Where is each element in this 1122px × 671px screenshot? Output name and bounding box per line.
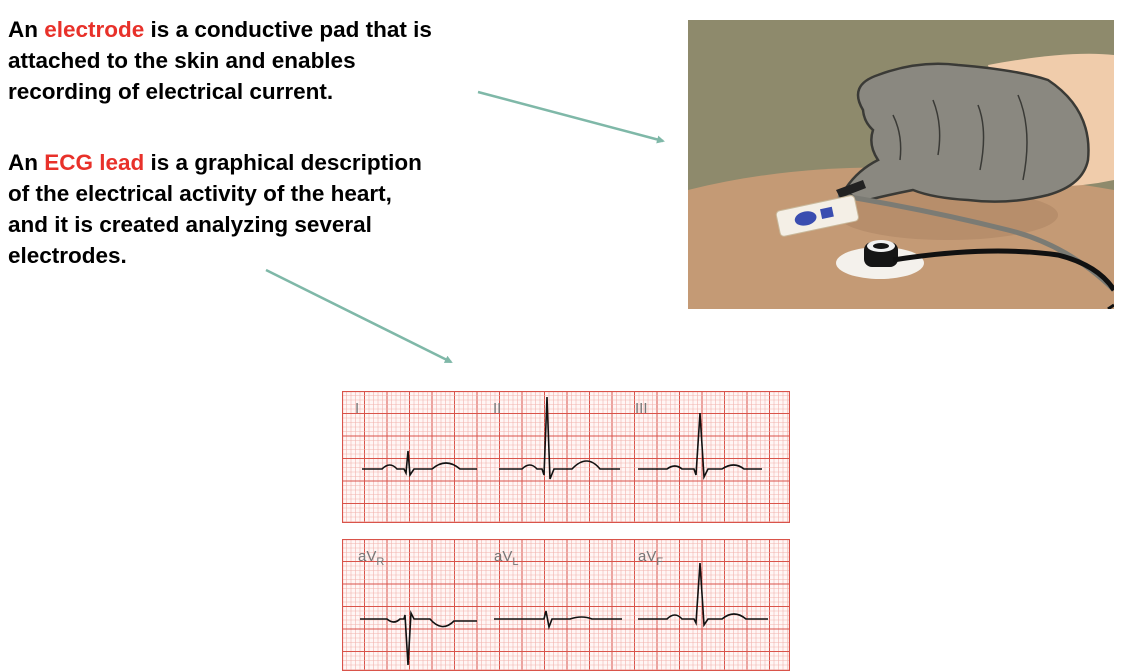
- electrode-pad: [775, 195, 859, 237]
- ecg-lead-definition: An ECG lead is a graphical description o…: [8, 147, 498, 271]
- lead-label-avr: aVR: [358, 548, 384, 568]
- lead-label-avl: aVL: [494, 548, 518, 568]
- text-line: of the electrical activity of the heart,: [8, 181, 392, 206]
- electrode-term: electrode: [44, 17, 145, 42]
- clip: [836, 180, 866, 198]
- lead-label-i: I: [355, 400, 359, 417]
- lead-label-ii: II: [493, 400, 501, 417]
- electrode-photo: [688, 20, 1114, 309]
- electrode-definition: An electrode is a conductive pad that is…: [8, 14, 528, 107]
- ecg-grid: [342, 539, 790, 671]
- text-line: and it is created analyzing several: [8, 212, 372, 237]
- ecg-strip-augmented-leads: aVR aVL aVF: [342, 539, 790, 671]
- ecg-trace-lead-i: [362, 450, 477, 478]
- black-cable: [892, 248, 1114, 292]
- text-line: electrodes.: [8, 243, 127, 268]
- ecg-trace-lead-avr: [360, 609, 477, 666]
- lead-label-avf: aVF: [638, 548, 663, 568]
- ecg-trace-lead-ii: [499, 396, 620, 480]
- text-line: An ECG lead is a graphical description: [8, 150, 422, 175]
- ecg-trace-lead-avf: [638, 562, 768, 628]
- ecg-trace-lead-iii: [638, 412, 762, 481]
- text-line: An electrode is a conductive pad that is: [8, 17, 432, 42]
- lead-label-iii: III: [635, 400, 648, 417]
- ecg-lead-term: ECG lead: [44, 150, 145, 175]
- ecg-trace-lead-avl: [494, 610, 622, 630]
- text-line: attached to the skin and enables: [8, 48, 356, 73]
- ecg-strip-limb-leads: I II III: [342, 391, 790, 523]
- pointer-arrow-icon: [265, 268, 453, 364]
- ecg-grid: [342, 391, 790, 523]
- text-line: recording of electrical current.: [8, 79, 334, 104]
- gloved-hand: [844, 62, 1090, 203]
